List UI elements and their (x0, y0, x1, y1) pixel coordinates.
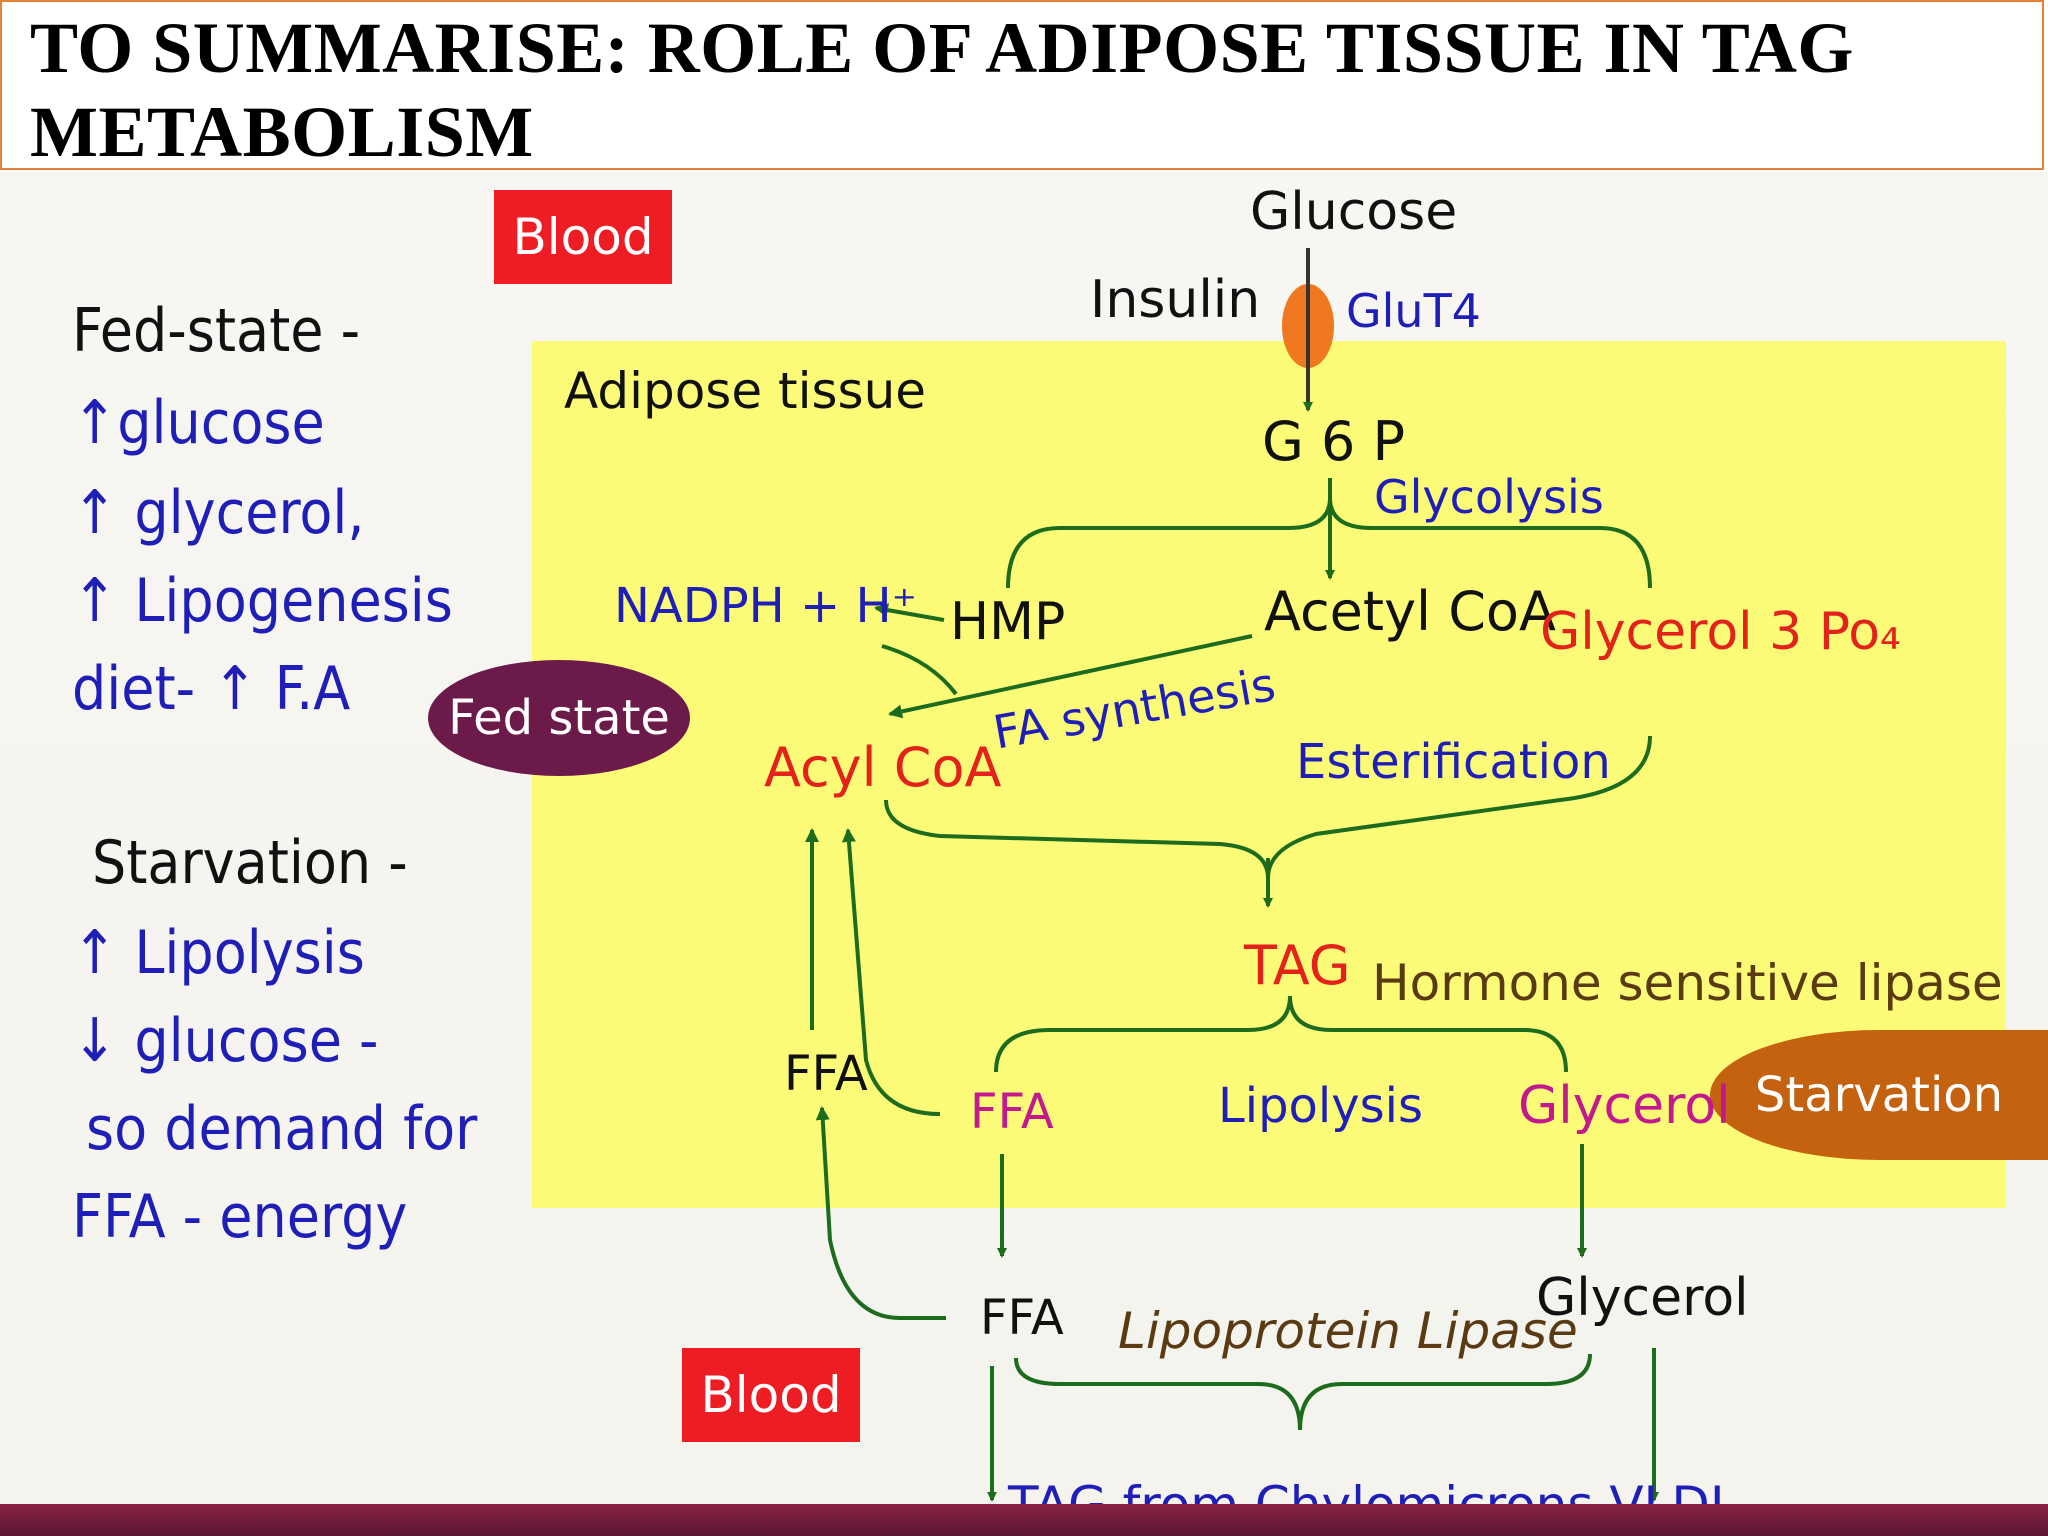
adipose-tissue-label: Adipose tissue (564, 362, 927, 420)
acetyl-coa-label: Acetyl CoA (1264, 580, 1556, 643)
insulin-label: Insulin (1090, 270, 1261, 330)
hmp-label: HMP (950, 592, 1066, 652)
ffa-blood-label: FFA (980, 1290, 1064, 1346)
fed-state-heading: Fed-state - (72, 296, 361, 366)
glycolysis-label: Glycolysis (1374, 470, 1604, 524)
fed-line-glycerol: ↑ glycerol, (72, 478, 365, 548)
esterification-label: Esterification (1296, 734, 1611, 790)
acyl-coa-label: Acyl CoA (764, 736, 1002, 799)
blood-label-bottom: Blood (682, 1348, 860, 1442)
tag-label: TAG (1244, 934, 1351, 997)
glycerol-blood-label: Glycerol (1536, 1268, 1749, 1328)
slide-footer-bar (0, 1504, 2048, 1536)
fed-line-diet: diet- ↑ F.A (72, 654, 351, 724)
glycerol-3-po4-label: Glycerol 3 Po₄ (1540, 602, 1901, 662)
nadph-label: NADPH + H⁺ (614, 578, 917, 634)
blood-label-top: Blood (494, 190, 672, 284)
ffa-left-label: FFA (784, 1046, 868, 1102)
starvation-heading: Starvation - (92, 828, 408, 898)
hormone-sensitive-lipase-label: Hormone sensitive lipase (1372, 954, 2003, 1012)
starv-line-energy: FFA - energy (72, 1182, 408, 1252)
g6p-label: G 6 P (1262, 410, 1406, 473)
starv-line-demand: so demand for (86, 1094, 478, 1164)
glucose-label: Glucose (1250, 182, 1458, 242)
page-title: TO SUMMARISE: ROLE OF ADIPOSE TISSUE IN … (30, 8, 1854, 172)
fed-line-lipogenesis: ↑ Lipogenesis (72, 566, 453, 636)
fed-line-glucose: ↑glucose (72, 388, 325, 458)
ffa-inner-label: FFA (970, 1084, 1054, 1140)
glut4-label: GluT4 (1346, 284, 1481, 338)
starvation-ellipse: Starvation (1710, 1030, 2048, 1160)
lipoprotein-lipase-label: Lipoprotein Lipase (1118, 1302, 1578, 1360)
title-bar: TO SUMMARISE: ROLE OF ADIPOSE TISSUE IN … (0, 0, 2044, 172)
glycerol-inner-label: Glycerol (1518, 1076, 1731, 1136)
lipolysis-label: Lipolysis (1218, 1078, 1424, 1134)
starv-line-lipolysis: ↑ Lipolysis (72, 918, 365, 988)
starv-line-glucose: ↓ glucose - (72, 1006, 379, 1076)
fed-state-ellipse: Fed state (428, 660, 690, 776)
